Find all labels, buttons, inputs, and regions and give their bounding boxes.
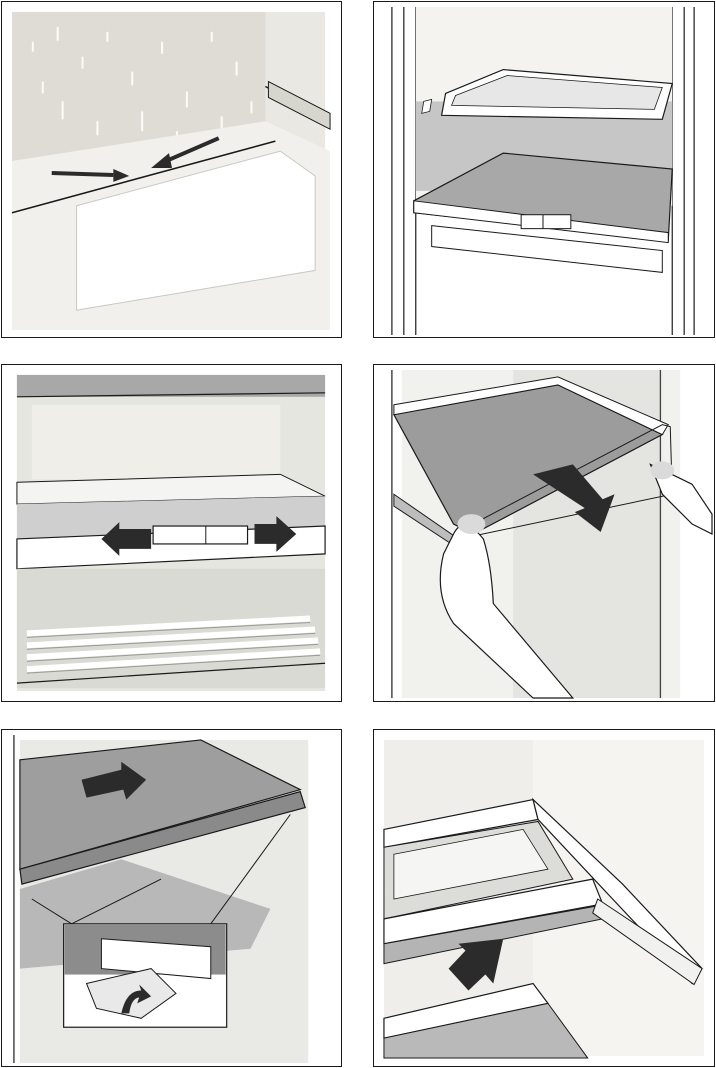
shelf-insertion-illustration <box>374 730 714 1066</box>
drip-tray-arrows-illustration <box>2 2 341 337</box>
shelf-clip-slide-illustration <box>2 365 341 701</box>
figure-drip-tray <box>1 1 342 338</box>
figure-shelf-clip <box>1 364 342 702</box>
glass-shelf-removal-illustration <box>374 365 714 701</box>
figure-shelf-removal <box>373 364 715 702</box>
fridge-shelf-interior-illustration <box>374 2 714 337</box>
shelf-release-detail-illustration <box>2 730 341 1066</box>
figure-shelf-insertion <box>373 729 715 1067</box>
figure-shelf-release <box>1 729 342 1067</box>
figure-shelf-interior <box>373 1 715 338</box>
